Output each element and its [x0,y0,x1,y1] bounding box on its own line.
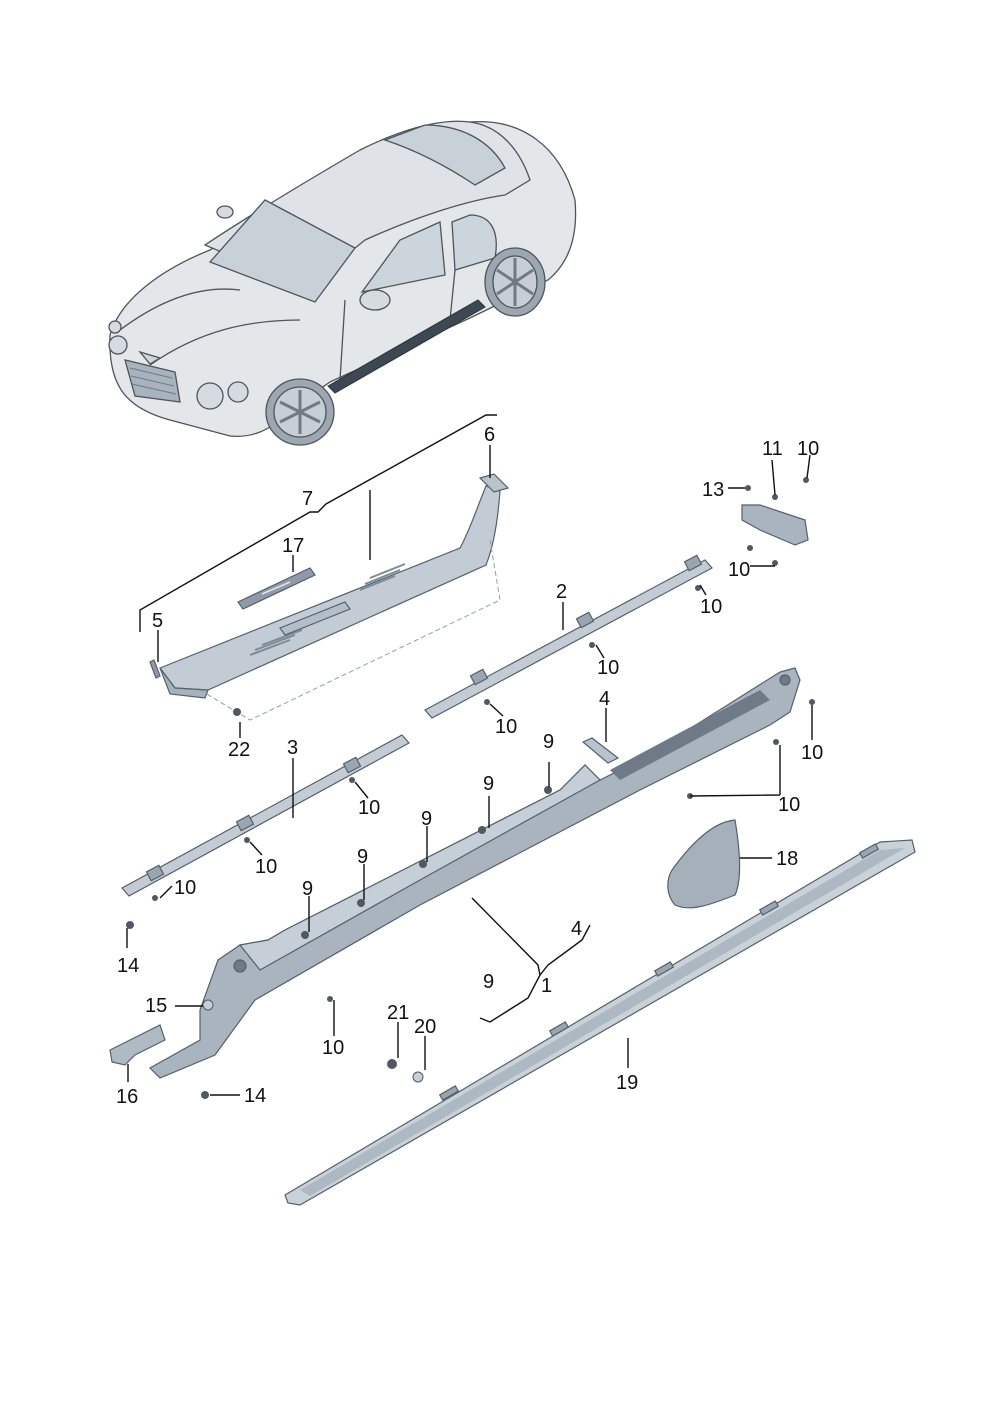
callout-22: 22 [228,739,250,761]
callout-9-e: 9 [302,878,313,900]
callout-14-lower: 14 [244,1085,266,1107]
callout-17: 17 [282,535,304,557]
callout-2: 2 [556,581,567,603]
callout-21: 21 [387,1002,409,1024]
callout-10-rail3-end: 10 [358,797,380,819]
callout-10-panel-front: 10 [322,1037,344,1059]
callout-7: 7 [302,488,313,510]
callout-16: 16 [116,1086,138,1108]
callout-4-panel: 4 [571,918,582,940]
sill-trim-7 [159,485,501,699]
callout-10-rail2-mid: 10 [597,657,619,679]
car-illustration [108,120,577,446]
mounting-rail-2 [424,554,713,719]
lower-panel-19 [284,839,916,1206]
callout-10-panel-lower: 10 [778,794,800,816]
mounting-rail-3 [121,734,410,897]
callout-3: 3 [287,737,298,759]
callout-11: 11 [762,438,783,460]
clip-5 [149,659,161,679]
leader-lines [126,414,813,1096]
callout-20: 20 [414,1016,436,1038]
callout-14-upper: 14 [117,955,139,977]
insert-4 [581,737,620,764]
callout-9-a: 9 [543,731,554,753]
sill-panel-1 [149,667,801,1079]
callout-5: 5 [152,610,163,632]
callout-10-top-right: 10 [797,438,819,460]
badge-17 [237,567,316,610]
pad-18 [667,819,741,909]
callout-9-d: 9 [357,846,368,868]
callout-4-insert: 4 [599,688,610,710]
callout-9-c: 9 [421,808,432,830]
callout-10-rail3-mid: 10 [255,856,277,878]
trim-dash-outline [199,539,501,721]
callout-15: 15 [145,995,167,1017]
callout-9-panel: 9 [483,971,494,993]
callout-labels: 6 7 17 5 22 2 3 4 11 10 13 10 10 10 10 1… [116,424,823,1108]
callout-9-b: 9 [483,773,494,795]
callout-18: 18 [776,848,798,870]
callout-1: 1 [541,975,552,997]
callout-6: 6 [484,424,495,446]
callout-10-panel-end: 10 [801,742,823,764]
bracket-16 [109,1024,166,1066]
callout-19: 19 [616,1072,638,1094]
callout-10-rail2-start: 10 [495,716,517,738]
bracket-top-right [741,504,809,546]
callout-10-rail2-end: 10 [700,596,722,618]
callout-10-bracket: 10 [728,559,750,581]
callout-10-rail3-start: 10 [174,877,196,899]
fasteners [126,477,815,1099]
callout-13: 13 [702,479,724,501]
